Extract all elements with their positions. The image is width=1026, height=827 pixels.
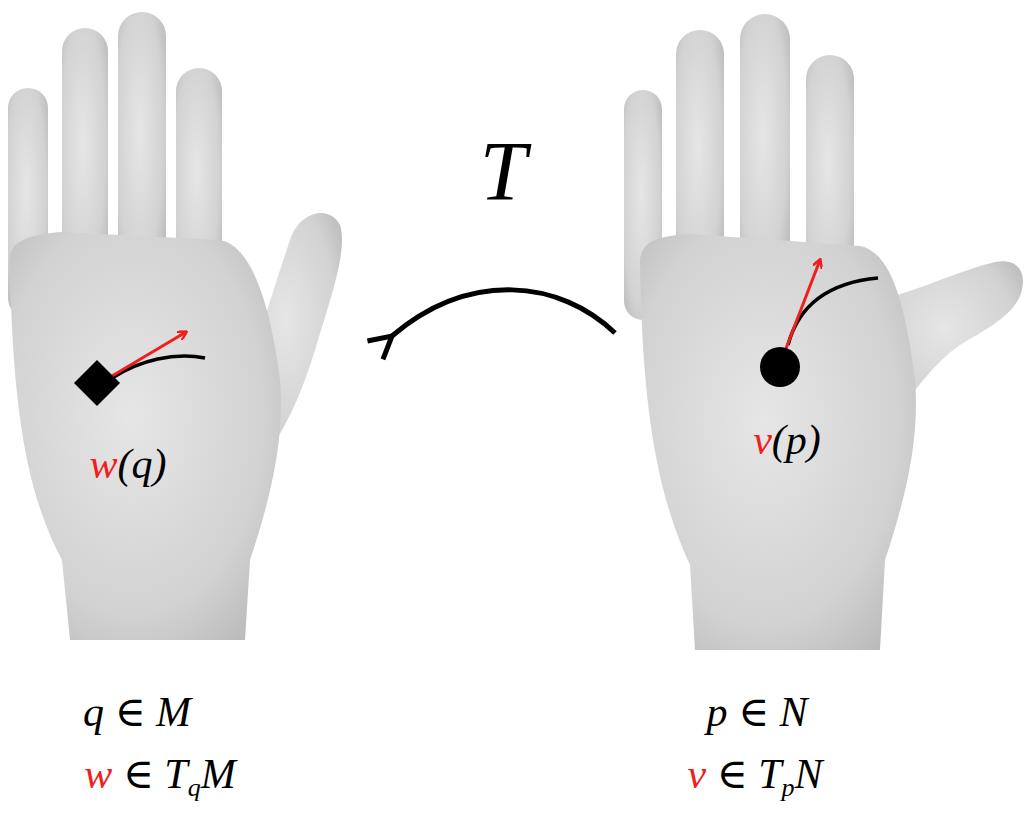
vector-field-label: v(p)	[753, 419, 821, 461]
vector-field-label: w(q)	[89, 443, 166, 485]
map-arrow	[392, 290, 615, 336]
tangent-vector	[112, 332, 186, 376]
map-name: T	[480, 130, 527, 214]
tangent-space-membership: v ∈ TpN	[687, 753, 822, 801]
tangent-space-membership: w ∈ TqM	[84, 753, 235, 801]
left-hand	[8, 12, 342, 640]
point-membership: p ∈ N	[706, 691, 807, 733]
circle-marker	[760, 347, 800, 387]
point-membership: q ∈ M	[83, 691, 191, 733]
diamond-marker	[74, 360, 120, 406]
right-hand	[624, 14, 1023, 650]
